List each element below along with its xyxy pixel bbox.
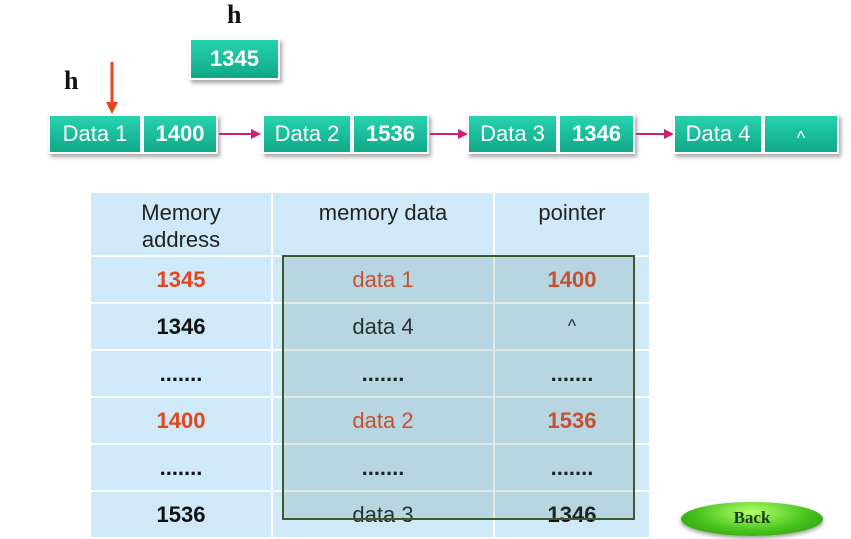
link-arrow-icon (430, 129, 468, 139)
memory-table: Memory address memory data pointer 1345 … (89, 191, 651, 539)
node-1-pointer: 1400 (142, 114, 218, 154)
table-row: 1400 data 2 1536 (89, 396, 651, 445)
link-arrow-icon (636, 129, 674, 139)
data-cell: data 2 (271, 396, 495, 445)
link-arrow-icon (219, 129, 261, 139)
table-row: 1345 data 1 1400 (89, 255, 651, 304)
address-cell: 1346 (89, 302, 273, 351)
table-header-row: Memory address memory data pointer (89, 191, 651, 257)
table-row: ....... ....... ....... (89, 443, 651, 492)
head-label-top: h (227, 0, 242, 29)
data-cell: data 4 (271, 302, 495, 351)
node-1-data: Data 1 (48, 114, 142, 154)
pointer-cell: 1400 (493, 255, 651, 304)
node-2-data: Data 2 (262, 114, 352, 154)
node-4-null-pointer: ^ (763, 114, 839, 154)
address-cell: 1345 (89, 255, 273, 304)
data-cell: ....... (271, 349, 495, 398)
header-pointer: pointer (493, 191, 651, 257)
data-cell: data 3 (271, 490, 495, 539)
head-arrow-icon (106, 62, 118, 114)
data-cell: data 1 (271, 255, 495, 304)
data-cell: ....... (271, 443, 495, 492)
pointer-cell: ^ (493, 302, 651, 351)
address-cell: 1400 (89, 396, 273, 445)
pointer-cell: ....... (493, 443, 651, 492)
pointer-cell: 1346 (493, 490, 651, 539)
table-row: ....... ....... ....... (89, 349, 651, 398)
node-2-pointer: 1536 (352, 114, 429, 154)
header-memory-address: Memory address (89, 191, 273, 257)
back-button[interactable]: Back (681, 502, 823, 536)
head-pointer-box: 1345 (189, 38, 280, 80)
pointer-cell: 1536 (493, 396, 651, 445)
head-label-left: h (64, 66, 79, 95)
pointer-cell: ....... (493, 349, 651, 398)
node-3-pointer: 1346 (558, 114, 635, 154)
address-cell: 1536 (89, 490, 273, 539)
address-cell: ....... (89, 443, 273, 492)
address-cell: ....... (89, 349, 273, 398)
node-4-data: Data 4 (673, 114, 763, 154)
node-3-data: Data 3 (467, 114, 558, 154)
table-row: 1536 data 3 1346 (89, 490, 651, 539)
header-memory-data: memory data (271, 191, 495, 257)
table-row: 1346 data 4 ^ (89, 302, 651, 351)
